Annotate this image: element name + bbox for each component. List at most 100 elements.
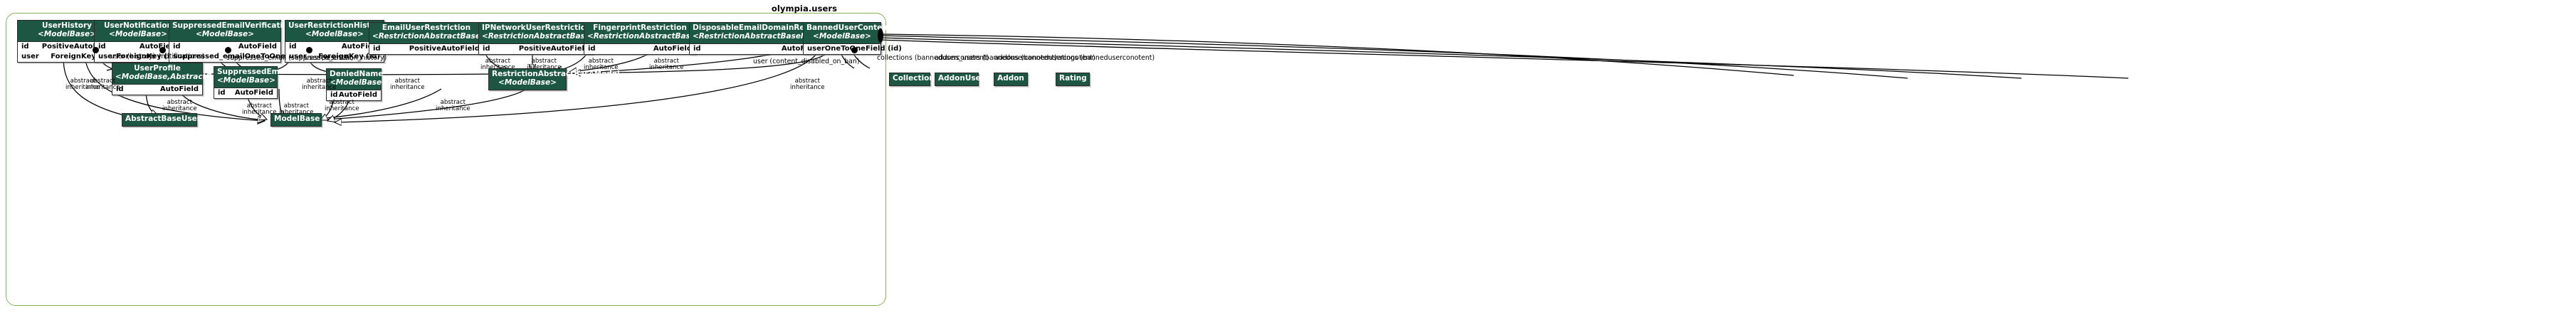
- node-addon[interactable]: Addon: [994, 73, 1028, 86]
- edge-label-addons-users-banneduser: addons_users (banneduserconotent): [935, 54, 1057, 62]
- edge-label-suppressed-email: suppressed_email (suppressed_email): [226, 54, 354, 62]
- node-class-name: AbstractBaseUser: [125, 115, 201, 123]
- node-email-user-restriction[interactable]: EmailUserRestriction <RestrictionAbstrac…: [369, 22, 512, 55]
- node-header: AbstractBaseUser: [122, 114, 201, 126]
- node-class-name: SuppressedEmailVerification: [172, 21, 293, 30]
- field-type: AutoField: [139, 42, 178, 51]
- relation-dot: [93, 47, 99, 53]
- field-name: id: [116, 85, 124, 93]
- node-rating[interactable]: Rating: [1056, 73, 1090, 86]
- field-type: ForeignKey (id): [318, 52, 380, 60]
- field-row: suppressed_email OneToOneField (id): [169, 52, 322, 62]
- field-row: id PositiveAutoField: [479, 44, 593, 54]
- field-row: id PositiveAutoField: [369, 44, 483, 54]
- edge-label-user-notifications: user (notifications): [142, 53, 205, 60]
- relation-dot-bundle: [878, 28, 883, 43]
- field-row: id AutoField: [584, 44, 695, 54]
- node-base-name: <RestrictionAbstractBaseModel>: [693, 31, 833, 41]
- edge-label-user-restriction-history: user (restriction_history): [305, 54, 387, 62]
- node-fields: id AutoField user ForeignKey (id): [285, 41, 384, 62]
- edge-label-user-history: user (history): [110, 53, 155, 60]
- field-row: id PositiveAutoField: [18, 42, 116, 52]
- node-fields: id AutoField: [584, 43, 695, 54]
- node-banned-user-content[interactable]: BannedUserContent <ModelBase> user OneTo…: [803, 22, 902, 55]
- edge-label-user-content-disabled-on-ban: user (content_disabled_on_ban): [753, 58, 860, 65]
- field-name: id: [98, 42, 106, 51]
- field-row: user ForeignKey (id): [285, 52, 384, 62]
- node-header: RestrictionAbstractBaseModel <ModelBase>: [489, 69, 620, 90]
- field-name: user: [21, 52, 39, 60]
- field-type: AutoField: [234, 88, 273, 97]
- node-fields: id AutoField user ForeignKey (id): [95, 41, 182, 62]
- node-base-name: <ModelBase>: [109, 29, 167, 38]
- node-class-name: Addon: [997, 74, 1024, 83]
- field-row: id AutoField: [95, 42, 182, 52]
- node-class-name: SuppressedEmail: [217, 68, 290, 76]
- node-class-name: IPNetworkUserRestriction: [482, 23, 592, 32]
- field-name: suppressed_email: [173, 52, 245, 60]
- node-class-name: ModelBase: [274, 115, 320, 123]
- relation-dot: [225, 47, 231, 53]
- node-base-name: <RestrictionAbstractBaseModel>: [587, 31, 727, 41]
- node-base-name: <ModelBase>: [217, 75, 275, 85]
- field-row: user OneToOneField (id): [804, 44, 902, 54]
- relation-dot: [306, 47, 312, 53]
- field-row: id AutoField: [285, 42, 384, 52]
- field-name: id: [330, 90, 338, 99]
- node-suppressed-email-verification[interactable]: SuppressedEmailVerification <ModelBase> …: [169, 20, 322, 63]
- relation-dot: [159, 47, 166, 53]
- node-base-name: <ModelBase>: [305, 29, 364, 38]
- node-header: DisposableEmailDomainRestriction <Restri…: [690, 23, 840, 44]
- node-fields: id PositiveAutoField: [369, 43, 483, 54]
- node-denied-name[interactable]: DeniedName <ModelBase> id AutoField: [326, 68, 388, 101]
- node-fields: id AutoField: [214, 87, 277, 98]
- node-header: UserNotification <ModelBase>: [95, 21, 182, 42]
- node-class-name: AddonUser: [938, 74, 984, 83]
- field-row: id AutoField: [169, 42, 280, 52]
- node-fingerprint-restriction[interactable]: FingerprintRestriction <RestrictionAbstr…: [584, 22, 727, 55]
- node-restriction-abstract-base-model[interactable]: RestrictionAbstractBaseModel <ModelBase>: [488, 68, 620, 90]
- edge-label-collections-banneduser: collections (banneduserconotent): [877, 54, 989, 62]
- node-header: DeniedName <ModelBase>: [327, 69, 388, 90]
- node-class-name: UserHistory: [42, 21, 92, 30]
- edge-label-addons-banneduser: addons (banneduserconotent): [994, 54, 1095, 62]
- node-header: UserRestrictionHistory <ModelBase>: [285, 21, 384, 42]
- field-type: AutoField: [341, 42, 380, 51]
- node-abstract-base-user[interactable]: AbstractBaseUser: [122, 113, 201, 127]
- node-addon-user[interactable]: AddonUser: [935, 73, 984, 86]
- field-row: id AutoField: [214, 88, 277, 98]
- field-row: user ForeignKey (id): [18, 52, 116, 62]
- node-ipnetwork-user-restriction[interactable]: IPNetworkUserRestriction <RestrictionAbs…: [478, 22, 622, 55]
- field-type: ForeignKey (id): [51, 52, 112, 60]
- node-disposable-email-domain-restriction[interactable]: DisposableEmailDomainRestriction <Restri…: [689, 22, 840, 55]
- field-name: user: [289, 52, 307, 60]
- diagram-title: olympia.users: [771, 4, 838, 14]
- field-name: id: [373, 44, 381, 53]
- node-fields: id AutoField: [112, 84, 202, 95]
- field-type: OneToOneField (id): [244, 52, 322, 60]
- node-class-name: BannedUserContent: [806, 23, 891, 32]
- node-user-restriction-history[interactable]: UserRestrictionHistory <ModelBase> id Au…: [285, 20, 384, 63]
- node-suppressed-email[interactable]: SuppressedEmail <ModelBase> id AutoField: [214, 66, 290, 99]
- node-user-notification[interactable]: UserNotification <ModelBase> id AutoFiel…: [94, 20, 182, 63]
- node-base-name: <ModelBase,AbstractBaseUser>: [115, 72, 252, 81]
- node-base-name: <ModelBase>: [196, 29, 254, 38]
- node-header: Rating: [1056, 73, 1089, 85]
- node-header: Addon: [994, 73, 1027, 85]
- field-type: PositiveAutoField: [518, 44, 589, 53]
- field-name: id: [218, 88, 226, 97]
- node-class-name: FingerprintRestriction: [593, 23, 687, 32]
- node-base-name: <RestrictionAbstractBaseModel>: [482, 31, 622, 41]
- node-collection[interactable]: Collection: [889, 73, 935, 86]
- node-header: IPNetworkUserRestriction <RestrictionAbs…: [479, 23, 622, 44]
- node-model-base[interactable]: ModelBase: [270, 113, 322, 127]
- node-user-profile[interactable]: UserProfile <ModelBase,AbstractBaseUser>…: [112, 63, 252, 95]
